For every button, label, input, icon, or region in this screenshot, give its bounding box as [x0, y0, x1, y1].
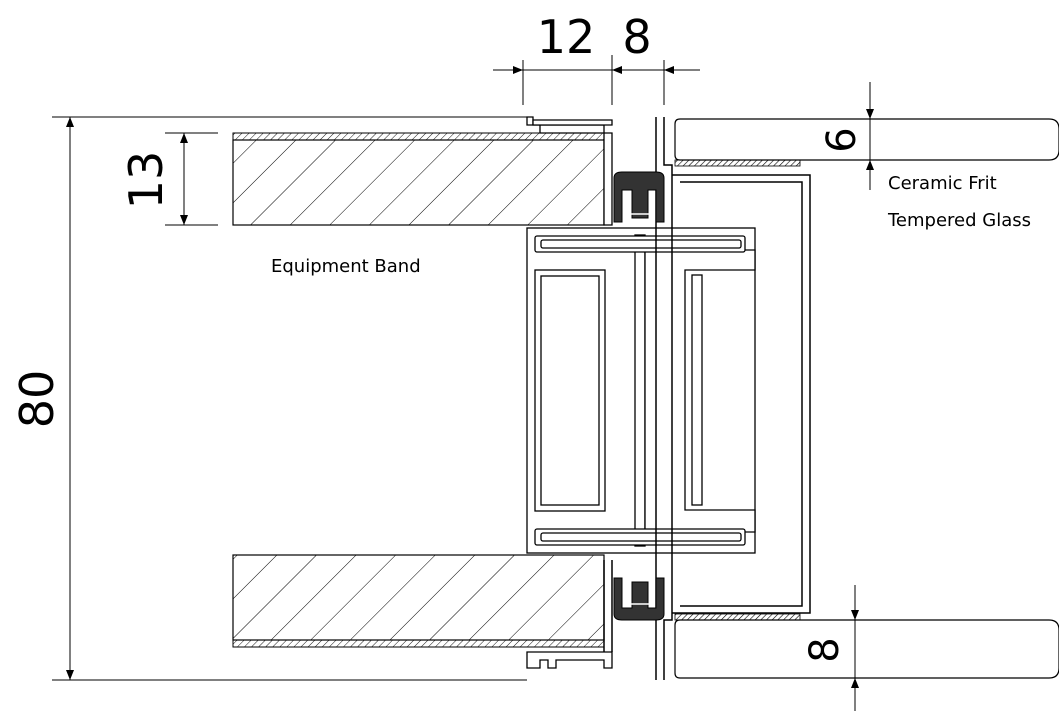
glass-bottom: [674, 613, 1059, 679]
top-dimension: 12 8: [493, 10, 700, 105]
bottom-flange-slot-inner: [540, 532, 742, 542]
top-flange-slot-inner: [540, 239, 742, 249]
glass-top: [674, 118, 1059, 167]
dim-label-13: 13: [119, 151, 173, 210]
bottom-gasket: [613, 577, 665, 621]
bottom-clip: [526, 651, 613, 669]
equipment-band-label: Equipment Band: [271, 256, 421, 277]
glass-top-dimension: 6: [819, 82, 874, 190]
ceramic-frit-label: Ceramic Frit: [888, 173, 997, 194]
frame-profile: [526, 116, 811, 680]
dim-label-8-top: 8: [622, 10, 651, 64]
dim-label-6: 6: [819, 127, 865, 152]
band-top-facing: [232, 132, 605, 141]
glass-pane-top: [674, 118, 1059, 161]
dim-label-80: 80: [10, 370, 64, 429]
top-gasket-channel: [627, 196, 653, 215]
mullion-chamber-left-inner: [540, 275, 600, 506]
outer-frame-left-leg: [663, 117, 673, 680]
band-top-core: [232, 139, 605, 226]
height-dimension: 80: [10, 116, 527, 681]
mullion-web: [634, 234, 646, 547]
dim-label-8-bottom: 8: [802, 637, 848, 662]
glass-bottom-dimension: 8: [802, 585, 859, 711]
band-bottom-core: [232, 554, 605, 641]
outer-frame-box-inner: [680, 181, 803, 607]
band-bottom-facing: [232, 639, 605, 648]
ceramic-frit-bottom: [674, 613, 801, 621]
equipment-band-bottom: [232, 554, 605, 648]
glass-pane-bottom: [674, 619, 1059, 679]
dim-label-12: 12: [537, 10, 596, 64]
top-gasket: [613, 171, 665, 223]
ceramic-frit-top: [674, 159, 801, 167]
outer-frame-box: [672, 174, 811, 614]
mullion-right-rib: [691, 274, 703, 506]
bottom-gasket-channel: [627, 586, 653, 605]
equipment-band-top: [232, 132, 605, 226]
tempered-glass-label: Tempered Glass: [887, 210, 1031, 231]
band-dimension: 13: [119, 132, 218, 226]
top-clip-flange: [532, 119, 613, 126]
